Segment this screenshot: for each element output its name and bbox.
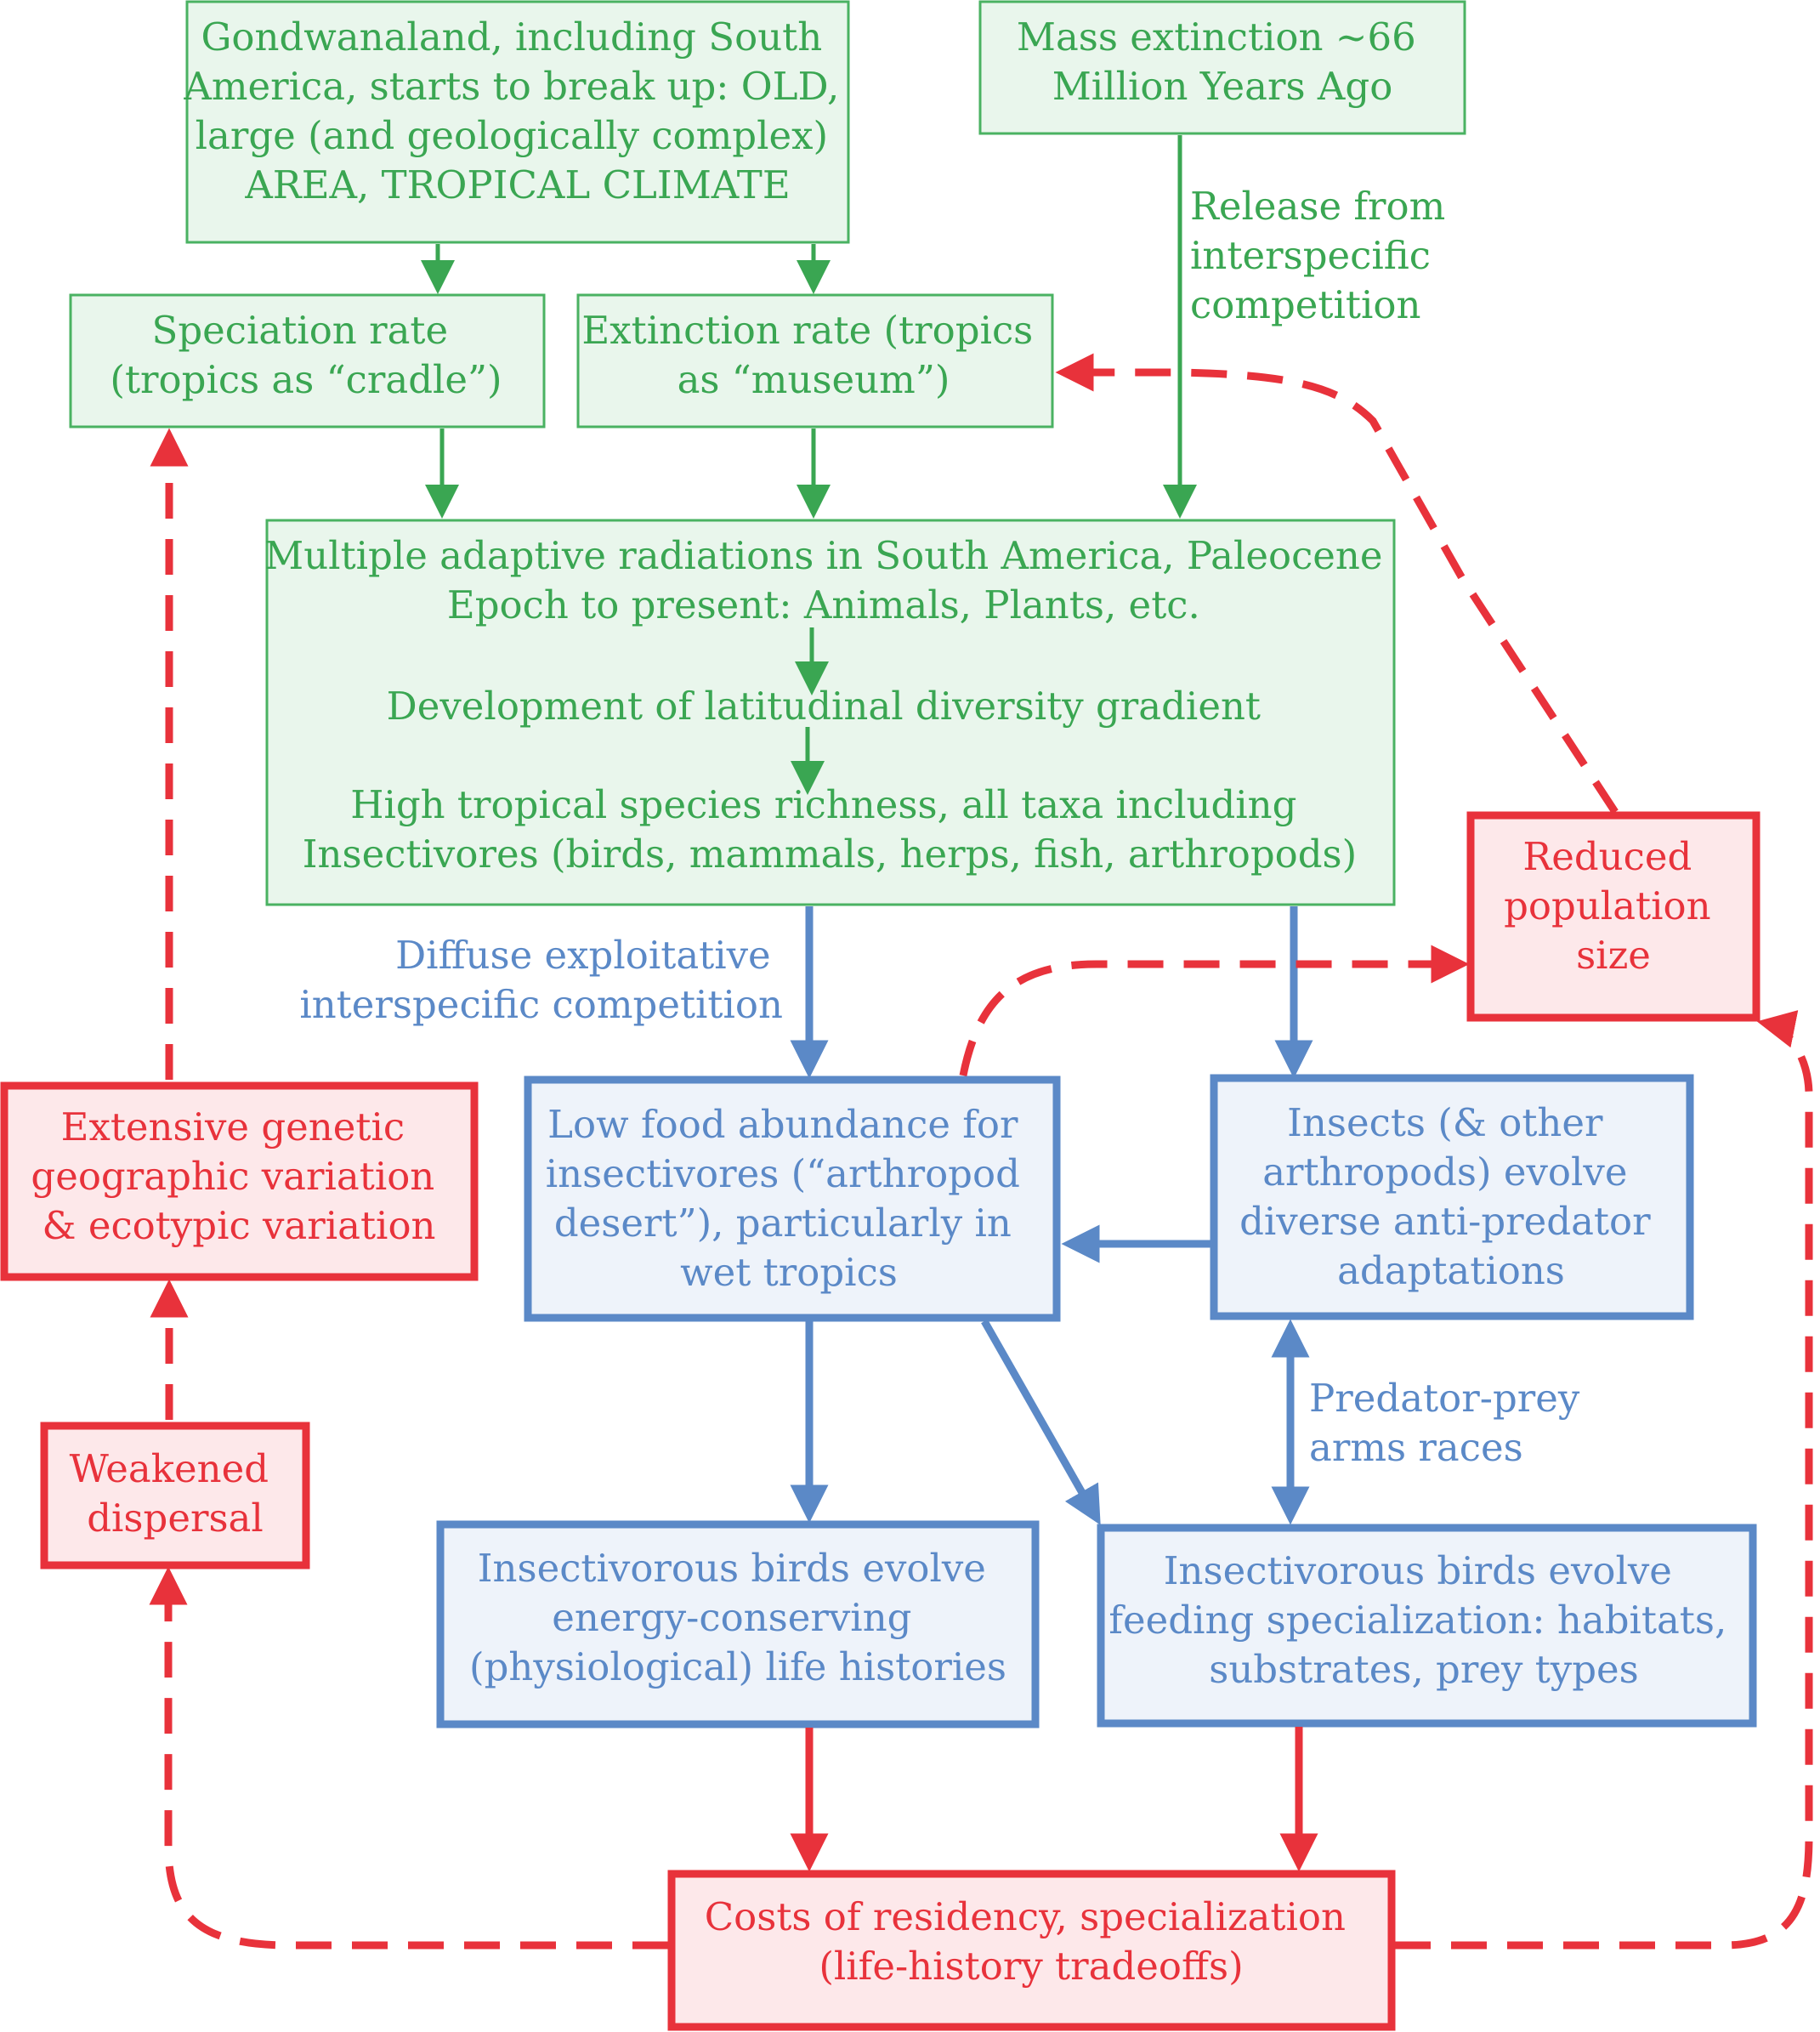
svg-text:Insects (& other arthrop: Insects (& other arthropods) evolve dive… (1239, 1100, 1663, 1293)
mass-extinction-line-2: Million Years Ago (1052, 64, 1393, 109)
release-line-3: competition (1190, 282, 1420, 327)
arms-races-line-1: Predator-prey (1309, 1376, 1580, 1421)
reduced-population-line-3: size (1576, 933, 1651, 978)
extinction-rate-line-1: Extinction rate (tropics (581, 308, 1033, 353)
arrow-low-food-to-feeding (981, 1319, 1101, 1525)
genetic-variation-line-3: & ecotypic variation (42, 1203, 435, 1248)
energy-conserving-line-3: (physiological) life histories (469, 1644, 1006, 1689)
diffuse-line-1: Diffuse exploitative (395, 933, 771, 978)
svg-text:Extensive genetic geogra: Extensive genetic geographic variation &… (31, 1104, 446, 1248)
genetic-variation-line-2: geographic variation (31, 1154, 434, 1199)
energy-conserving-line-1: Insectivorous birds evolve (478, 1546, 986, 1591)
node-adaptive-radiations: Multiple adaptive radiations in South Am… (264, 519, 1396, 906)
radiations-line-2: Epoch to present: Animals, Plants, etc. (447, 582, 1200, 627)
node-speciation-rate: Speciation rate (tropics as “cradle”) (69, 293, 546, 429)
edge-label-release: Release from interspecific competition (1190, 184, 1458, 327)
svg-text:Multiple adaptive radiations i: Multiple adaptive radiations in South Am… (264, 533, 1395, 877)
low-food-line-1: Low food abundance for (547, 1102, 1018, 1147)
insects-line-3: diverse anti-predator (1239, 1199, 1651, 1244)
feeding-line-2: feeding specialization: habitats, (1108, 1598, 1726, 1643)
node-extinction-rate: Extinction rate (tropics as “museum”) (576, 293, 1054, 429)
node-reduced-population: Reduced population size (1466, 811, 1760, 1022)
low-food-line-3: desert”), particularly in (554, 1200, 1012, 1246)
node-insects-adaptations: Insects (& other arthropods) evolve dive… (1210, 1074, 1694, 1320)
insects-line-2: arthropods) evolve (1262, 1149, 1627, 1195)
node-genetic-variation: Extensive genetic geographic variation &… (0, 1081, 479, 1281)
gondwanaland-line-1: Gondwanaland, including South (201, 14, 822, 60)
speciation-line-2: (tropics as “cradle”) (110, 357, 502, 402)
svg-text:Gondwanaland, including South: Gondwanaland, including South America, s… (183, 14, 851, 207)
weakened-dispersal-line-2: dispersal (87, 1496, 264, 1541)
svg-text:Extinction rate (tropics: Extinction rate (tropics as “museum”) (581, 308, 1045, 402)
node-mass-extinction: Mass extinction ~66 Million Years Ago (978, 0, 1466, 135)
edge-label-arms-races: Predator-prey arms races (1309, 1376, 1592, 1470)
node-low-food-abundance: Low food abundance for insectivores (“ar… (524, 1076, 1061, 1322)
node-gondwanaland: Gondwanaland, including South America, s… (183, 0, 851, 244)
speciation-line-1: Speciation rate (152, 308, 449, 353)
weakened-dispersal-line-1: Weakened (70, 1446, 269, 1491)
low-food-line-4: wet tropics (680, 1250, 898, 1295)
feeding-line-3: substrates, prey types (1209, 1647, 1639, 1692)
radiations-line-1: Multiple adaptive radiations in South Am… (264, 533, 1382, 578)
reduced-population-line-1: Reduced (1522, 834, 1692, 879)
release-line-2: interspecific (1190, 233, 1431, 278)
richness-line-1: High tropical species richness, all taxa… (350, 782, 1296, 827)
node-energy-conserving: Insectivorous birds evolve energy-conser… (436, 1520, 1040, 1728)
feeding-line-1: Insectivorous birds evolve (1164, 1548, 1672, 1593)
svg-text:Low food abundance for i: Low food abundance for insectivores (“ar… (546, 1102, 1032, 1295)
edge-label-diffuse: Diffuse exploitative interspecific compe… (299, 933, 783, 1027)
mass-extinction-line-1: Mass extinction ~66 (1017, 14, 1416, 60)
svg-text:Speciation rate (tropics: Speciation rate (tropics as “cradle”) (110, 308, 502, 402)
svg-text:Mass extinction ~66 Mill: Mass extinction ~66 Million Years Ago (1017, 14, 1428, 109)
energy-conserving-line-2: energy-conserving (552, 1595, 911, 1640)
genetic-variation-line-1: Extensive genetic (61, 1104, 405, 1149)
gradient-line: Development of latitudinal diversity gra… (387, 684, 1261, 729)
insects-line-4: adaptations (1337, 1248, 1565, 1293)
insects-line-1: Insects (& other (1287, 1100, 1603, 1145)
dashed-arrow-population-to-extinction (1055, 353, 1619, 815)
dashed-arrow-lowfood-to-population (959, 945, 1470, 1076)
gondwanaland-line-2: America, starts to break up: OLD, (183, 64, 839, 109)
node-feeding-specialization: Insectivorous birds evolve feeding speci… (1097, 1524, 1757, 1728)
node-costs-of-residency: Costs of residency, specialization (life… (667, 1870, 1396, 2031)
gondwanaland-line-3: large (and geologically complex) (196, 113, 828, 158)
svg-text:Insectivorous birds evolve: Insectivorous birds evolve feeding speci… (1108, 1548, 1738, 1692)
reduced-population-line-2: population (1504, 883, 1710, 928)
dashed-arrow-costs-to-population (1395, 1010, 1813, 1950)
svg-text:Costs of residency, specializa: Costs of residency, specialization (life… (705, 1894, 1358, 1989)
svg-text:Weakened dispersal: Weakened dispersal (70, 1446, 281, 1541)
low-food-line-2: insectivores (“arthropod (546, 1151, 1020, 1196)
release-line-1: Release from (1190, 184, 1445, 229)
richness-line-2: Insectivores (birds, mammals, herps, fis… (303, 832, 1357, 877)
arms-races-line-2: arms races (1309, 1425, 1523, 1470)
extinction-rate-line-2: as “museum”) (678, 357, 950, 402)
dashed-arrow-costs-to-dispersal (149, 1566, 668, 1950)
diffuse-line-2: interspecific competition (299, 982, 783, 1027)
node-weakened-dispersal: Weakened dispersal (40, 1422, 310, 1569)
gondwanaland-line-4: AREA, TROPICAL CLIMATE (244, 162, 790, 207)
costs-line-1: Costs of residency, specialization (705, 1894, 1346, 1939)
svg-text:Insectivorous birds evolve: Insectivorous birds evolve energy-conser… (469, 1546, 1006, 1689)
svg-text:Reduced population: Reduced population size (1504, 834, 1723, 978)
costs-line-2: (life-history tradeoffs) (819, 1944, 1243, 1989)
